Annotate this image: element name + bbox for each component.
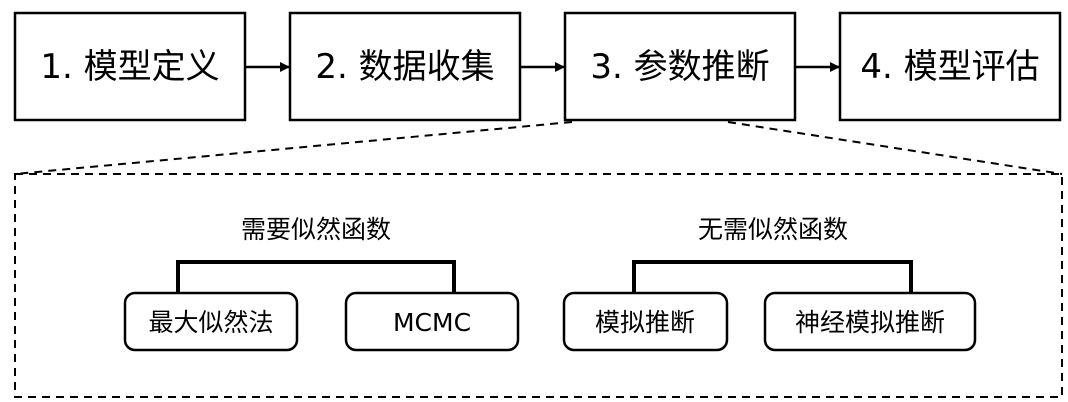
leaf-simulation-inference-label: 模拟推断 — [595, 308, 695, 337]
group-1-bracket — [176, 260, 456, 296]
group-2-title: 无需似然函数 — [698, 215, 848, 244]
step-4-label: 4. 模型评估 — [860, 47, 1039, 87]
leaf-mcmc: MCMC — [344, 291, 520, 352]
detail-panel — [14, 173, 1063, 398]
step-2-box: 2. 数据收集 — [288, 11, 522, 122]
zoom-connector-right — [727, 121, 1063, 175]
group-likelihood-required: 需要似然函数 最大似然法 MCMC — [123, 215, 520, 352]
step-4-box: 4. 模型评估 — [838, 11, 1062, 122]
leaf-max-likelihood: 最大似然法 — [123, 291, 299, 352]
group-1-title: 需要似然函数 — [241, 215, 391, 244]
step-2-label: 2. 数据收集 — [315, 47, 494, 87]
step-3-label: 3. 参数推断 — [590, 47, 769, 87]
step-1-label: 1. 模型定义 — [40, 47, 219, 87]
leaf-mcmc-label: MCMC — [393, 308, 471, 337]
step-3-box: 3. 参数推断 — [563, 11, 797, 122]
zoom-connector-left — [14, 121, 573, 175]
leaf-neural-simulation-inference: 神经模拟推断 — [763, 291, 977, 352]
leaf-simulation-inference: 模拟推断 — [562, 291, 729, 352]
group-likelihood-free: 无需似然函数 模拟推断 神经模拟推断 — [562, 215, 977, 352]
leaf-neural-simulation-inference-label: 神经模拟推断 — [795, 308, 945, 337]
group-2-bracket — [632, 260, 913, 296]
leaf-max-likelihood-label: 最大似然法 — [148, 308, 273, 337]
step-1-box: 1. 模型定义 — [13, 11, 247, 122]
